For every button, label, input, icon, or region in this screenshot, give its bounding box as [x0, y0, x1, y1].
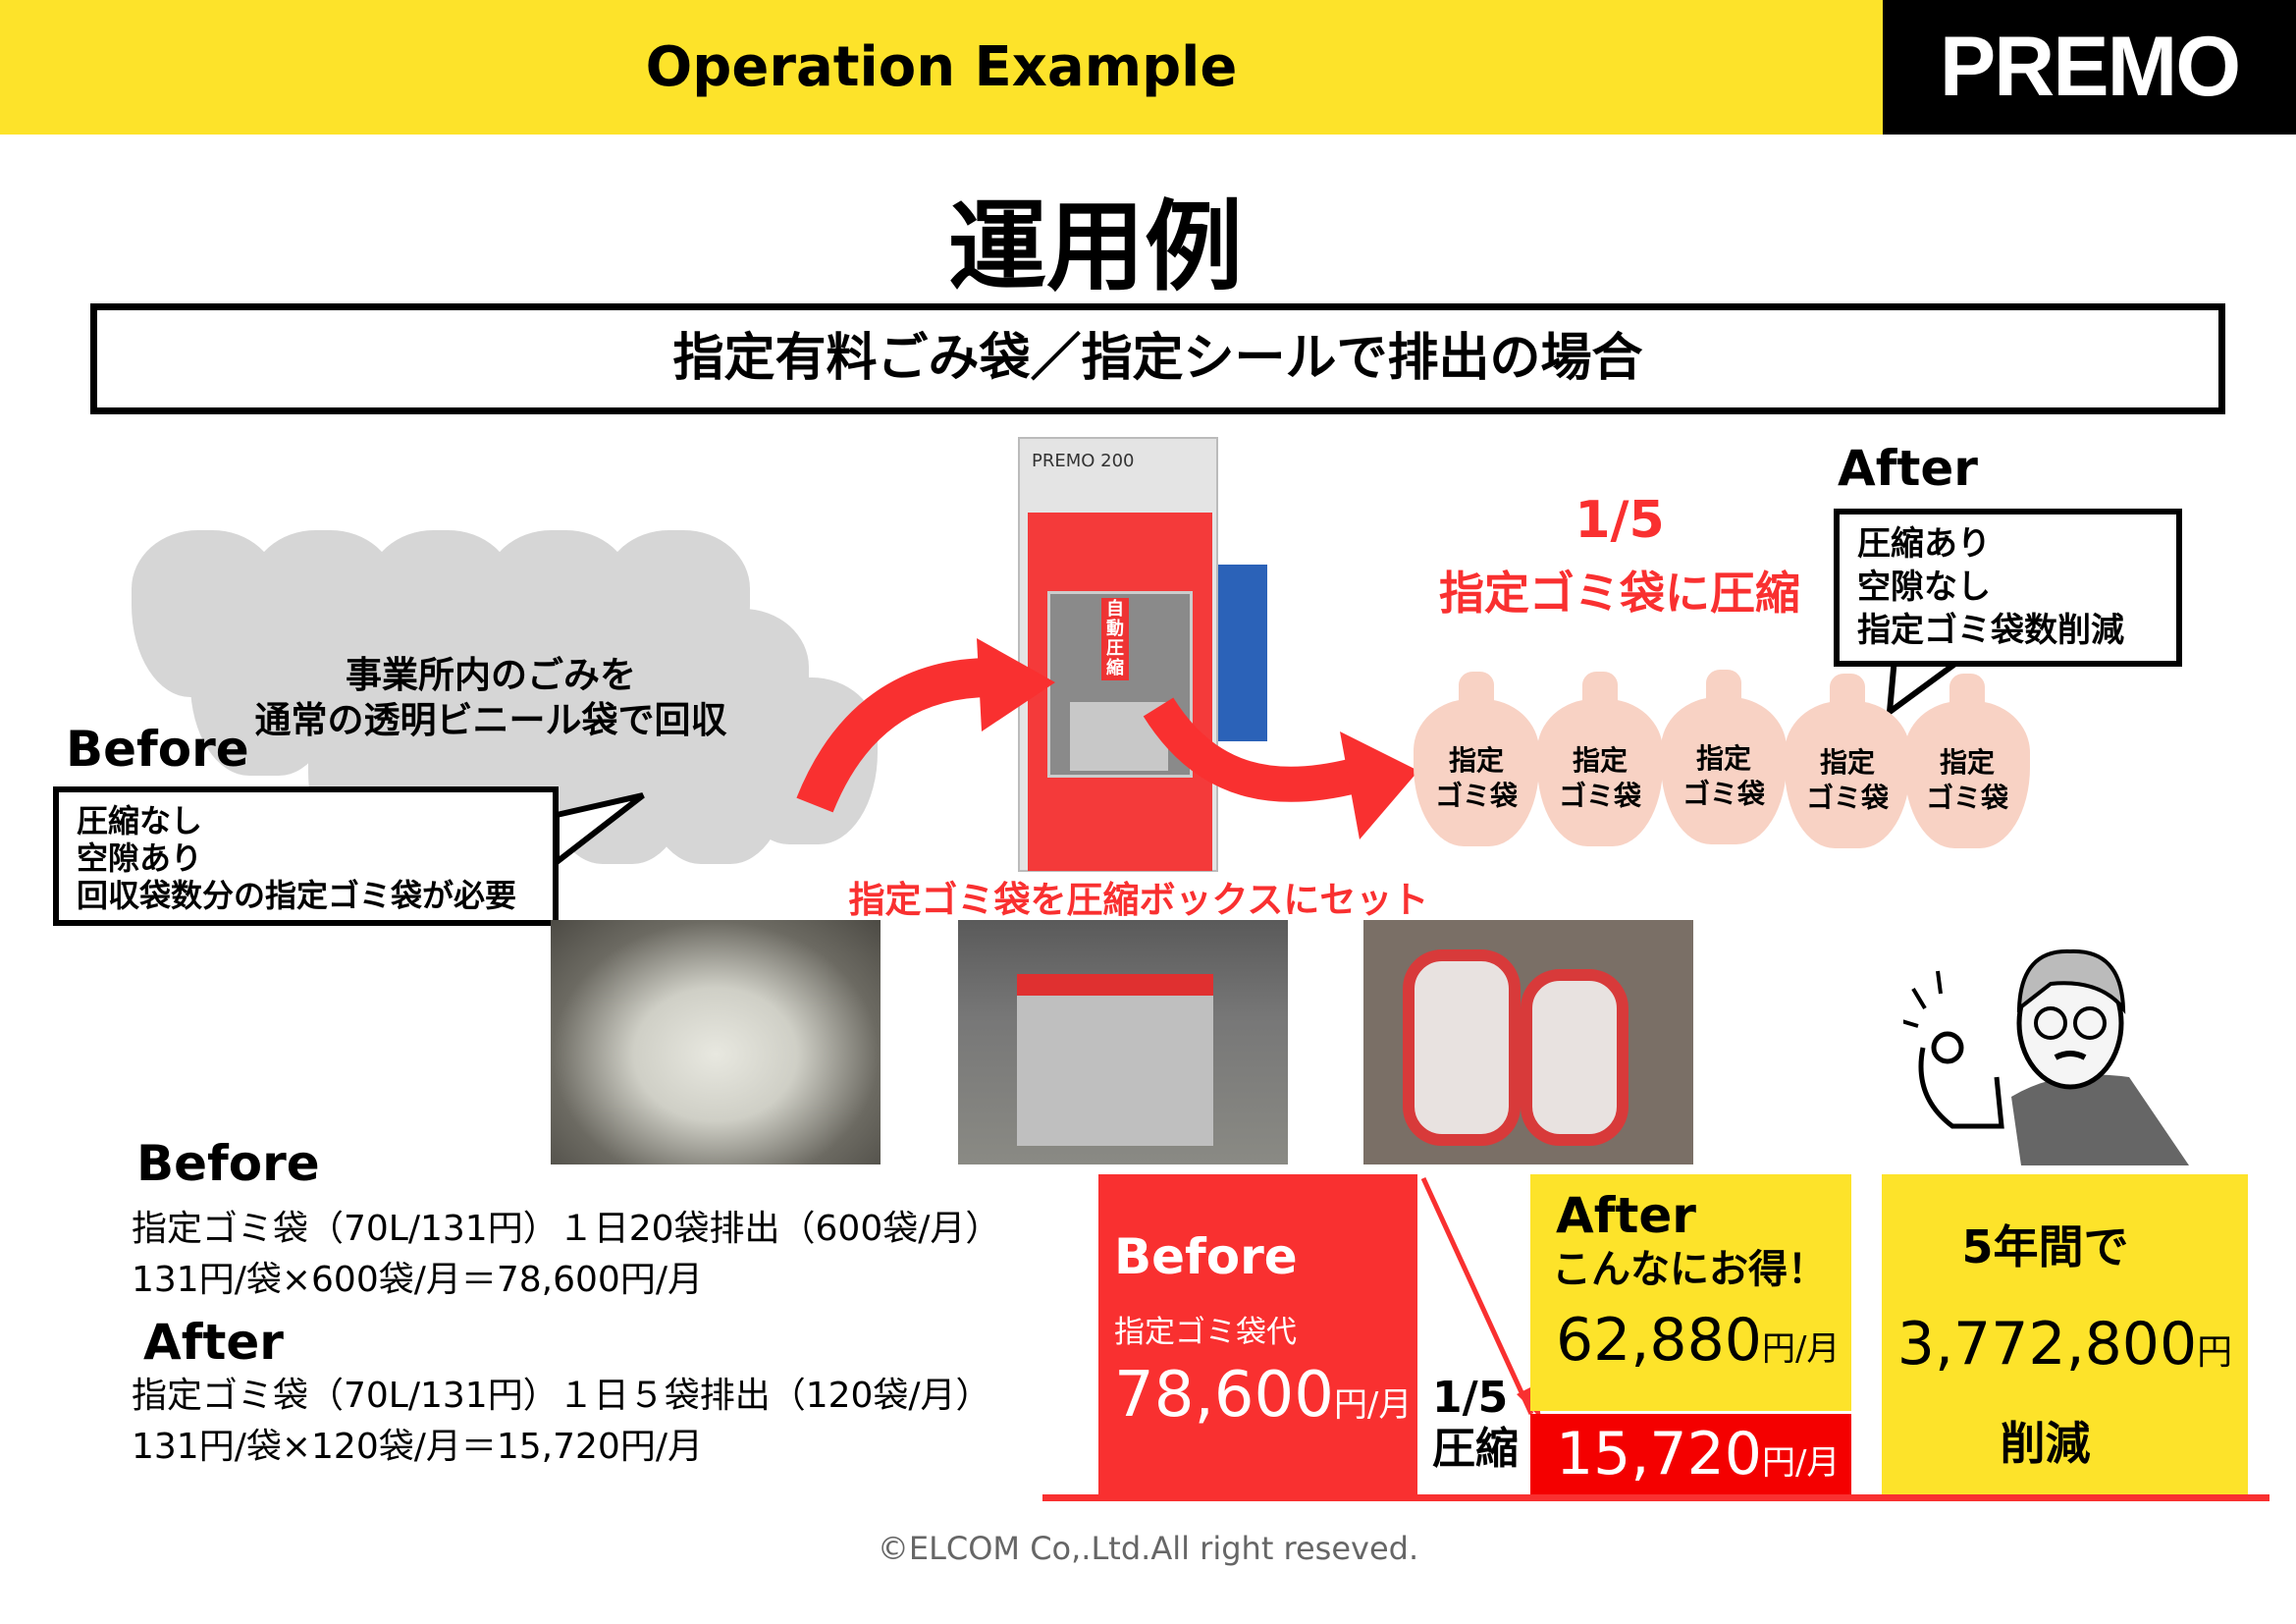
designated-bag: 指定ゴミ袋: [1904, 674, 2030, 848]
designated-bag: 指定ゴミ袋: [1661, 670, 1787, 844]
subtitle-box: 指定有料ごみ袋／指定シールで排出の場合: [90, 303, 2225, 414]
before-caption: 事業所内のごみを 通常の透明ビニール袋で回収: [254, 654, 727, 741]
calc-before-label: Before: [136, 1135, 320, 1192]
designated-bag: 指定ゴミ袋: [1537, 672, 1663, 846]
summary-after-cost: 15,720円/月: [1530, 1414, 1851, 1494]
before-bubble: 圧縮なし 空隙あり 回収袋数分の指定ゴミ袋が必要: [53, 786, 559, 926]
after-headline: 指定ゴミ袋に圧縮: [1439, 567, 1800, 620]
photo-clear-bags: [551, 920, 881, 1164]
header-bar: [0, 0, 1883, 135]
bubble-tail: [1886, 658, 1969, 719]
designated-bags: 指定ゴミ袋 指定ゴミ袋 指定ゴミ袋 指定ゴミ袋 指定ゴミ袋: [1414, 670, 2042, 854]
designated-bag: 指定ゴミ袋: [1414, 672, 1539, 846]
before-label: Before: [66, 721, 249, 778]
photo-compressed-bags: [1363, 920, 1693, 1164]
summary-baseline: [1042, 1494, 2269, 1501]
after-ratio: 1/5: [1575, 491, 1665, 550]
summary-after-box: After こんなにお得！ 62,880円/月: [1530, 1174, 1851, 1411]
premo-machine: PREMO 200 自動圧縮: [1018, 437, 1218, 872]
calc-before-text: 指定ゴミ袋（70L/131円）１日20袋排出（600袋/月） 131円/袋×60…: [132, 1209, 1001, 1300]
header-title: Operation Example: [645, 35, 1238, 99]
summary-before-box: Before 指定ゴミ袋代 78,600円/月: [1098, 1174, 1417, 1494]
page-title: 運用例: [948, 189, 1243, 304]
businessman-ok-illustration: [1903, 948, 2189, 1165]
calc-after-text: 指定ゴミ袋（70L/131円）１日５袋排出（120袋/月） 131円/袋×120…: [132, 1376, 991, 1467]
blue-container: [1218, 565, 1267, 741]
designated-bag: 指定ゴミ袋: [1785, 674, 1910, 848]
machine-caption: 指定ゴミ袋を圧縮ボックスにセット: [848, 879, 1429, 921]
premo-logo: PREMO: [1883, 0, 2296, 135]
summary-five-year-box: 5年間で 3,772,800円 削減: [1882, 1174, 2248, 1494]
photo-compression-box: [958, 920, 1288, 1164]
ratio-label: 1/5 圧縮: [1432, 1373, 1519, 1474]
after-bubble: 圧縮あり 空隙なし 指定ゴミ袋数削減: [1834, 509, 2182, 667]
calc-after-label: After: [143, 1314, 284, 1371]
after-label: After: [1838, 440, 1978, 497]
copyright-footer: ©ELCOM Co,.Ltd.All right reseved.: [877, 1530, 1419, 1567]
